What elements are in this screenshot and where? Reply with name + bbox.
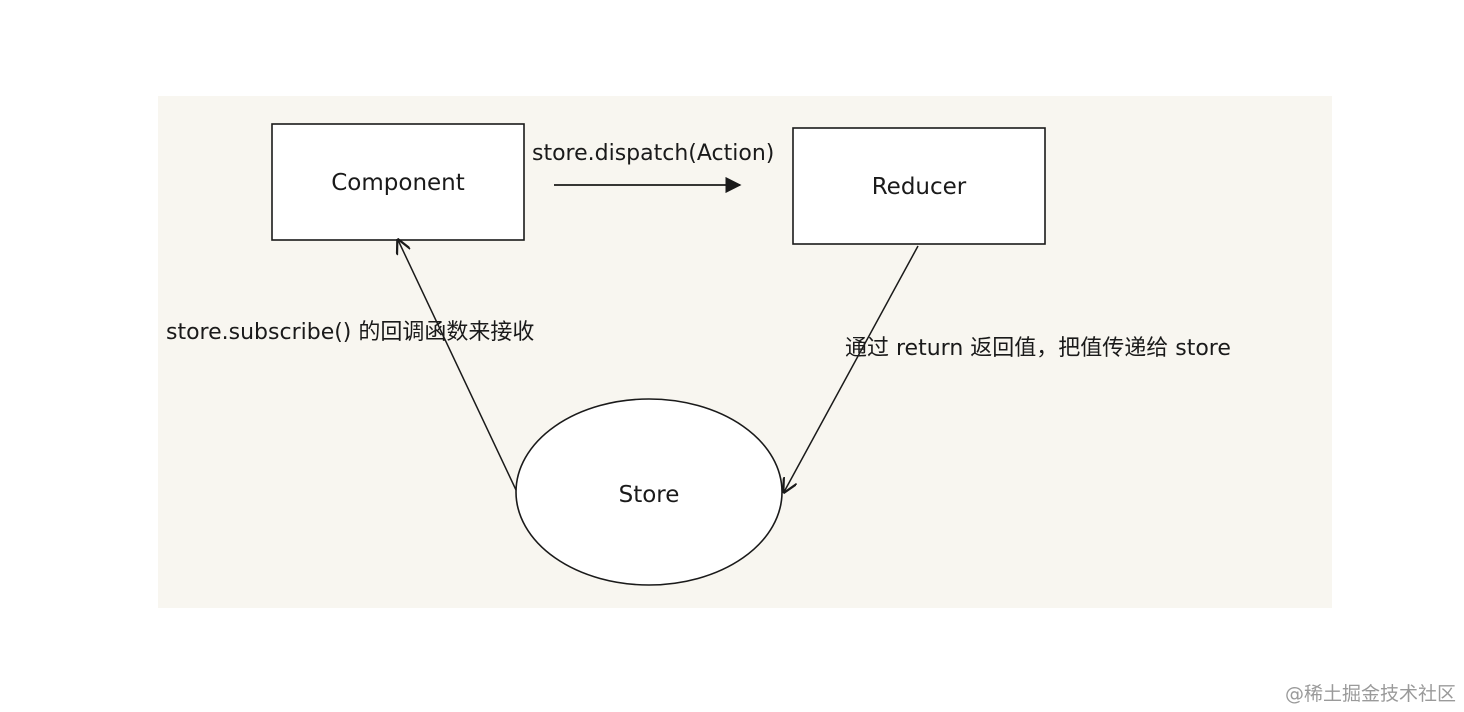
return-value-label: 通过 return 返回值，把值传递给 store [845,336,1231,361]
reducer-label: Reducer [872,174,967,200]
store-label: Store [619,482,680,508]
subscribe-label: store.subscribe() 的回调函数来接收 [166,320,534,345]
subscribe-edge: store.subscribe() 的回调函数来接收 [166,240,534,491]
reducer-node: Reducer [792,127,1046,245]
component-box [271,123,525,241]
dispatch-label: store.dispatch(Action) [532,141,774,166]
return-value-edge: 通过 return 返回值，把值传递给 store [784,245,1231,492]
watermark-text: @稀土掘金技术社区 [1285,683,1456,705]
store-node: Store [515,398,783,586]
return-value-arrow [784,245,919,492]
store-ellipse [515,398,783,586]
reducer-box [792,127,1046,245]
dispatch-edge: store.dispatch(Action) [532,141,774,194]
component-node: Component [271,123,525,241]
subscribe-arrow [398,240,517,491]
component-label: Component [331,170,465,196]
